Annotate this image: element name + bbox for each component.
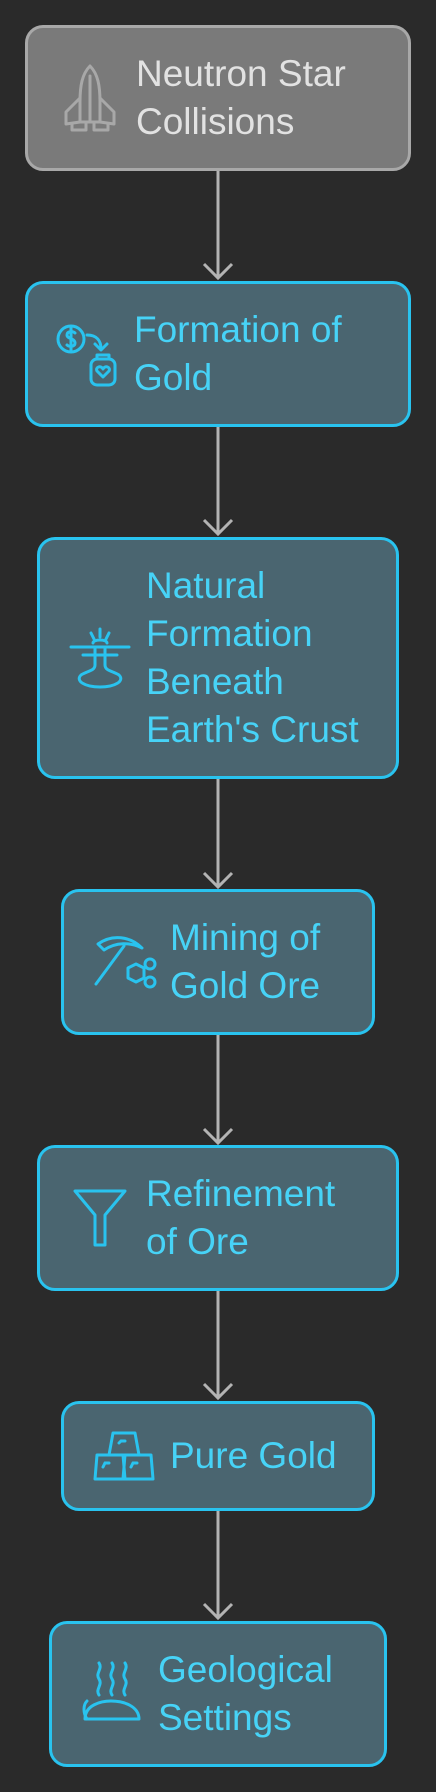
gold-bars-icon xyxy=(84,1416,164,1496)
edge-formation-natural xyxy=(202,427,234,537)
pickaxe-ore-icon xyxy=(84,922,164,1002)
node-pure-gold[interactable]: Pure Gold xyxy=(61,1401,375,1511)
funnel-icon xyxy=(60,1178,140,1258)
node-label: Pure Gold xyxy=(170,1435,337,1476)
node-label: Natural Formation Beneath Earth's Crust xyxy=(146,565,359,750)
edge-pure-geological xyxy=(202,1511,234,1621)
edge-neutron-formation xyxy=(202,170,234,281)
money-exchange-icon xyxy=(48,314,128,394)
node-label: Mining of Gold Ore xyxy=(170,917,321,1006)
node-neutron-star-collisions[interactable]: Neutron Star Collisions xyxy=(25,25,411,171)
node-natural-formation[interactable]: Natural Formation Beneath Earth's Crust xyxy=(37,537,399,779)
edge-refinement-pure xyxy=(202,1291,234,1401)
node-formation-of-gold[interactable]: Formation of Gold xyxy=(25,281,411,427)
node-refinement-of-ore[interactable]: Refinement of Ore xyxy=(37,1145,399,1291)
node-label: Formation of Gold xyxy=(134,309,342,398)
edge-mining-refinement xyxy=(202,1035,234,1146)
node-label: Refinement of Ore xyxy=(146,1173,336,1262)
hot-spring-icon xyxy=(72,1654,152,1734)
fountain-icon xyxy=(60,618,140,698)
edge-natural-mining xyxy=(202,779,234,890)
space-shuttle-icon xyxy=(50,58,130,138)
node-label: Neutron Star Collisions xyxy=(136,53,346,142)
node-geological-settings[interactable]: Geological Settings xyxy=(49,1621,387,1767)
node-label: Geological Settings xyxy=(158,1649,333,1738)
node-mining-of-gold-ore[interactable]: Mining of Gold Ore xyxy=(61,889,375,1035)
